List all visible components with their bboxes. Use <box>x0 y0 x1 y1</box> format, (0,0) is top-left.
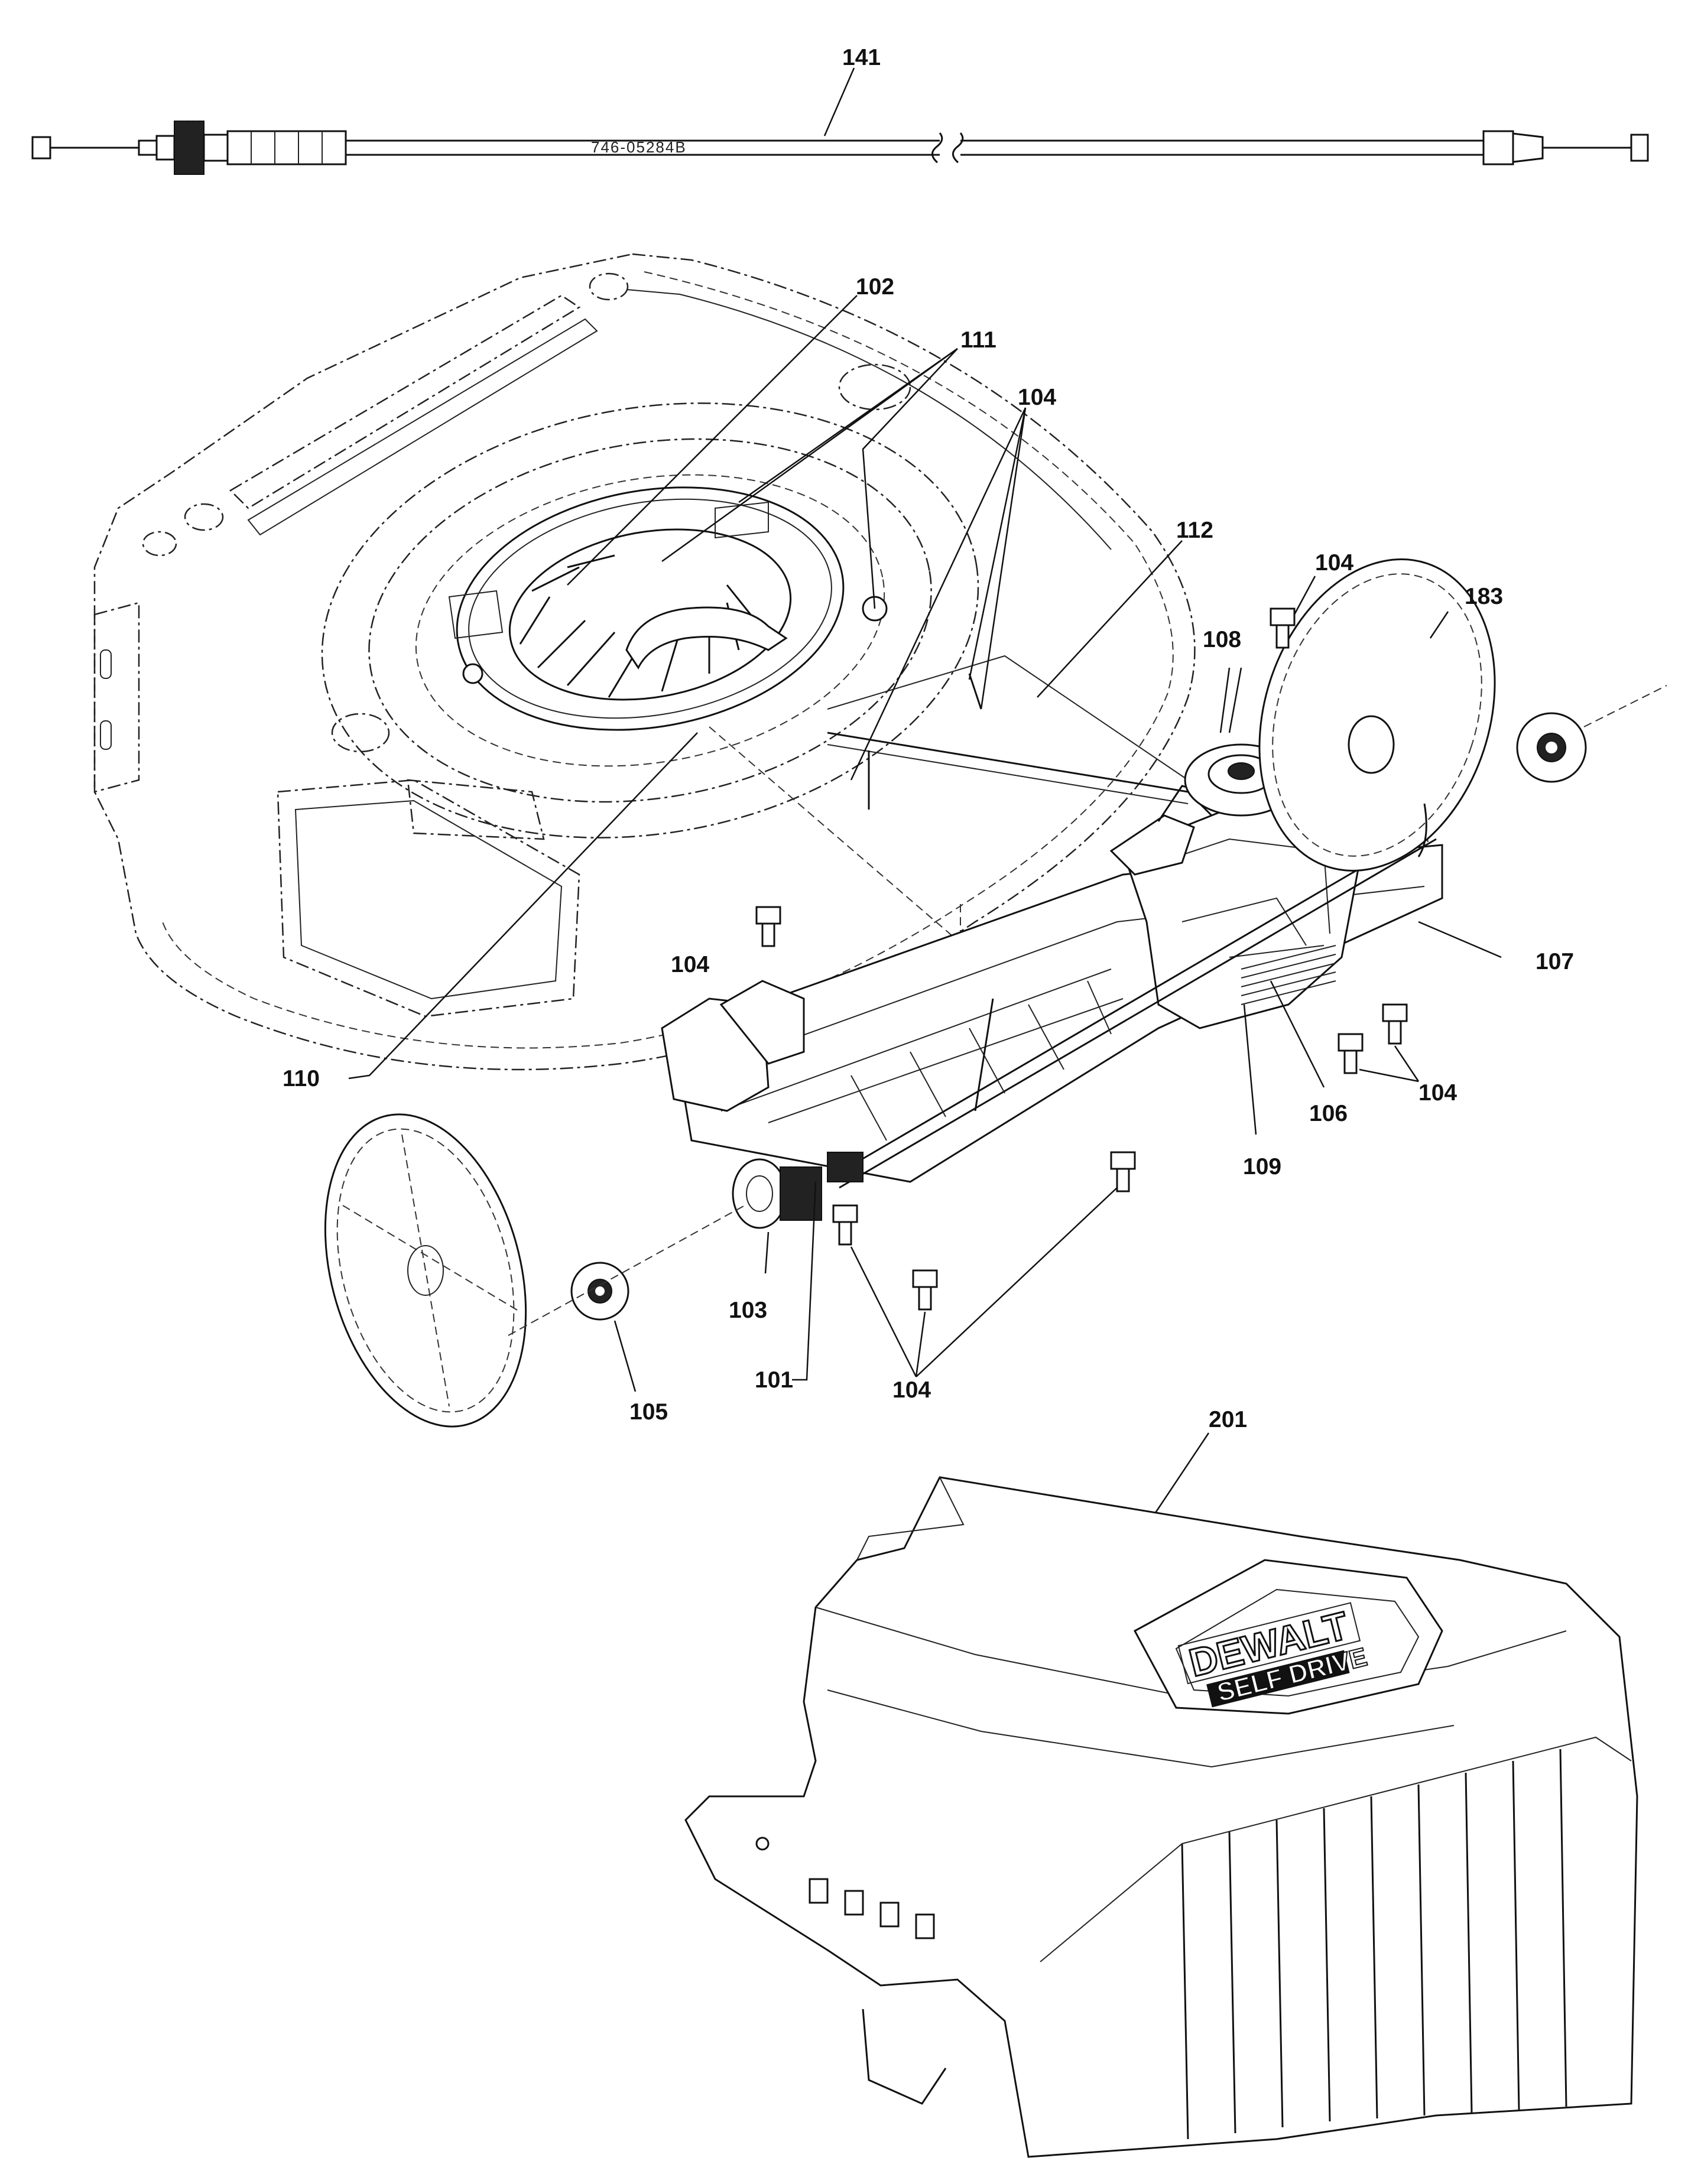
throttle-cable-icon: 746-05284B <box>31 121 1649 175</box>
callout-108: 108 <box>1203 627 1241 652</box>
callout-104c: 104 <box>671 952 709 977</box>
callout-183: 183 <box>1465 584 1503 609</box>
callout-141: 141 <box>842 45 881 70</box>
callout-105: 105 <box>629 1399 668 1425</box>
pinion-gear-icon <box>1516 685 1667 783</box>
leader-lines <box>348 67 1502 1513</box>
mower-deck-icon <box>93 253 1196 1075</box>
callout-104d: 104 <box>1418 1080 1457 1106</box>
transmission-assembly-icon <box>661 743 1443 1189</box>
callout-110: 110 <box>283 1066 320 1091</box>
callout-104e: 104 <box>892 1377 931 1403</box>
callout-102: 102 <box>856 274 894 300</box>
drive-sleeve-icon <box>732 1158 822 1229</box>
callout-201: 201 <box>1209 1407 1247 1432</box>
callout-104a: 104 <box>1018 385 1056 410</box>
wheel-icon <box>324 1113 527 1428</box>
drive-cover-icon: DEWALT SELF DRIVE <box>684 1476 1638 2158</box>
callout-109: 109 <box>1243 1154 1281 1179</box>
drive-cable-icon <box>827 655 1213 817</box>
callout-107: 107 <box>1536 949 1574 974</box>
pinion-gear-icon <box>570 1262 629 1321</box>
callout-111: 111 <box>960 327 996 353</box>
callout-112: 112 <box>1176 518 1213 543</box>
callout-103: 103 <box>729 1298 767 1323</box>
callout-101: 101 <box>755 1367 793 1393</box>
callout-104b: 104 <box>1315 550 1353 576</box>
screw-icon <box>755 607 1408 1311</box>
cable-part-number: 746-05284B <box>591 138 687 156</box>
callout-106: 106 <box>1309 1101 1348 1126</box>
wheel-icon <box>1258 558 1496 872</box>
